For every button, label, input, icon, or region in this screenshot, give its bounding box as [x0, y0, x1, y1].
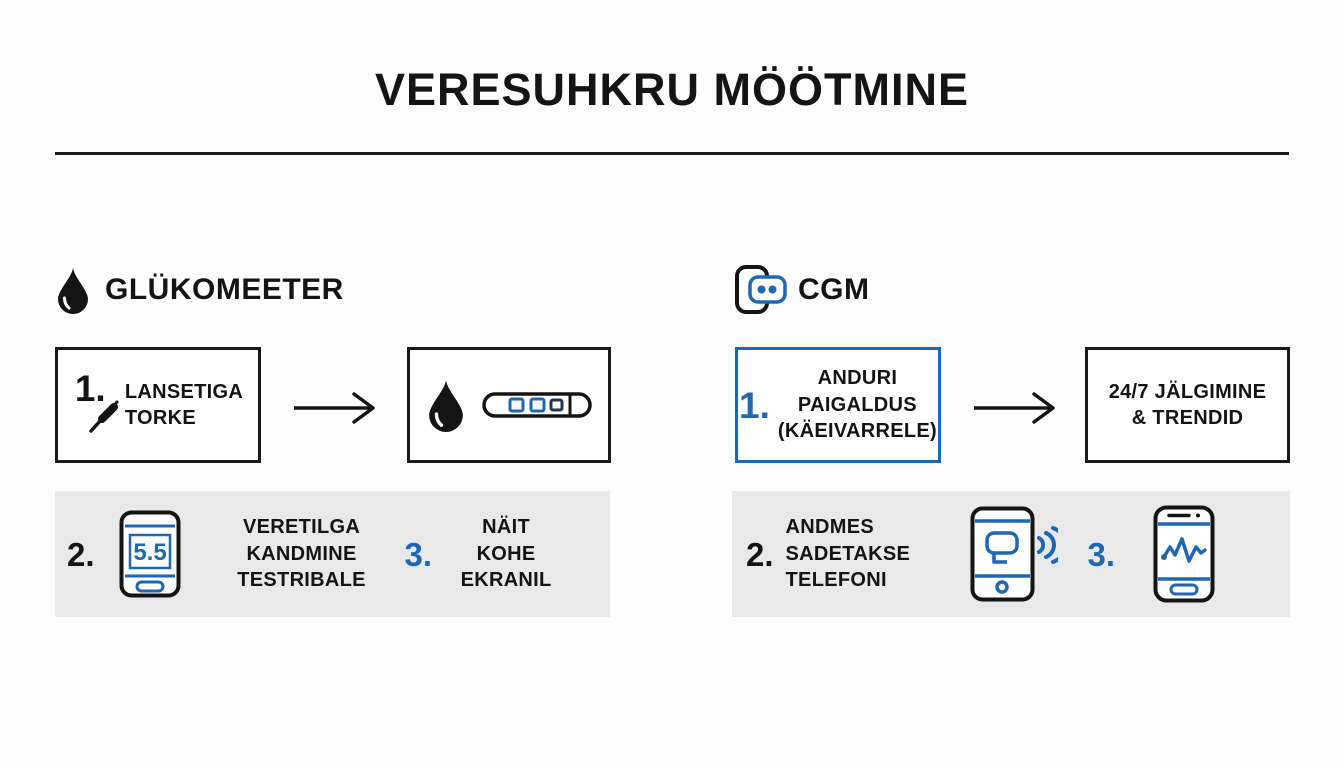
cgm-step1-label: ANDURI PAIGALDUS (KÄEIVARRELE): [777, 367, 937, 443]
title-divider: [55, 152, 1289, 155]
page-title: VERESUHKRU MÖÖTMINE: [374, 64, 970, 115]
cgm-result-box: 24/7 JÄLGIMINE & TRENDID: [1085, 347, 1290, 463]
glucometer-step1-number-group: 1.: [73, 370, 119, 440]
blood-drop-icon: [426, 378, 466, 432]
arrow-right-icon: [292, 390, 380, 426]
step-number: 3.: [404, 535, 433, 573]
cgm-heading: CGM: [798, 273, 870, 306]
cgm-step2-label: ANDMES SADETAKSE TELEFONI: [785, 516, 911, 592]
glucometer-result-box: [407, 347, 611, 463]
step-number: 2.: [67, 535, 95, 573]
step-number: 1.: [74, 368, 106, 409]
meter-reading: 5.5: [133, 539, 166, 566]
cgm-step1-box: 1. ANDURI PAIGALDUS (KÄEIVARRELE): [735, 347, 941, 463]
cgm-sensor-icon: [734, 264, 788, 316]
glucometer-step2-label: VERETILGA KANDMINE TESTRIBALE: [237, 516, 366, 592]
glucometer-step1-box: 1. LANSETIGA TORKE: [55, 347, 261, 463]
blood-drop-icon: [56, 266, 90, 314]
step-number: 3.: [1087, 535, 1116, 573]
glucometer-step3-label: NÄIT KOHE EKRANIL: [460, 516, 552, 592]
arrow-right-icon: [972, 390, 1060, 426]
glucometer-heading: GLÜKOMEETER: [105, 273, 344, 306]
cgm-result-label: 24/7 JÄLGIMINE & TRENDID: [1108, 380, 1267, 429]
glucometer-steps-strip: 2. 5.5 VERETILGA KANDMINE TESTRIBALE 3. …: [55, 491, 610, 617]
test-strip-icon: [482, 392, 592, 418]
cgm-steps-strip: 2. ANDMES SADETAKSE TELEFONI 3.: [732, 491, 1290, 617]
glucometer-device-icon: 5.5: [119, 510, 181, 598]
cgm-section-header: CGM: [734, 264, 870, 316]
phone-transmit-icon: [970, 506, 1058, 602]
step-number: 1.: [739, 384, 770, 426]
step-number: 2.: [746, 535, 774, 573]
glucometer-section-header: GLÜKOMEETER: [56, 266, 344, 314]
phone-trend-icon: [1153, 505, 1215, 603]
glucometer-step1-label: LANSETIGA TORKE: [124, 380, 244, 429]
lancet-icon: [89, 400, 119, 433]
